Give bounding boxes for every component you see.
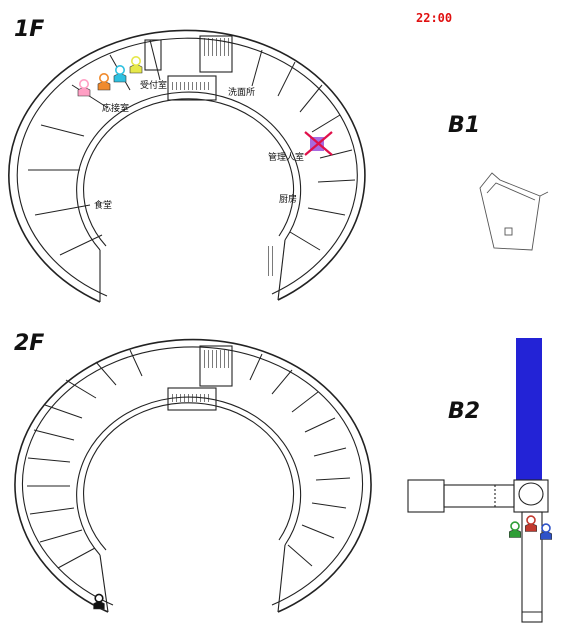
room-label-washroom: 洗面所: [228, 86, 255, 98]
room-label-kitchen: 厨房: [279, 193, 297, 205]
person-icon: [509, 521, 521, 538]
entrance-stairs-2f: [172, 394, 212, 402]
person-icon: [129, 55, 143, 74]
floor-label-2f: 2F: [14, 331, 44, 356]
person-icon: [77, 79, 91, 97]
floor-label-1f: 1F: [14, 17, 44, 42]
waiting-people-group: [77, 55, 143, 97]
room-label-manager: 管理人室: [268, 151, 304, 163]
building-2f: [14, 338, 372, 613]
room-label-reception: 受付室: [140, 79, 167, 91]
person-icon: [97, 73, 111, 91]
b2-highlighted-corridor: [516, 338, 542, 480]
building-b1: [479, 172, 549, 251]
room-label-dining: 食堂: [94, 199, 112, 211]
floor-label-b1: B1: [448, 113, 480, 138]
room-label-waiting: 応接室: [102, 102, 129, 114]
building-1f: [8, 29, 366, 303]
b2-people-group: [509, 515, 552, 540]
manager-room-marker: [304, 131, 333, 156]
building-b2: [407, 338, 549, 623]
person-icon: [113, 65, 127, 83]
stairs-2f: [202, 350, 230, 368]
person-icon: [525, 515, 537, 532]
person-marker-2f: [93, 593, 105, 610]
side-stairs-1f: [268, 246, 276, 276]
entrance-stairs-1f: [172, 82, 212, 90]
time-readout: 22:00: [416, 11, 452, 25]
stairs-1f: [202, 38, 230, 56]
person-icon: [93, 593, 105, 610]
floor-label-b2: B2: [448, 399, 480, 424]
person-icon: [540, 523, 552, 540]
